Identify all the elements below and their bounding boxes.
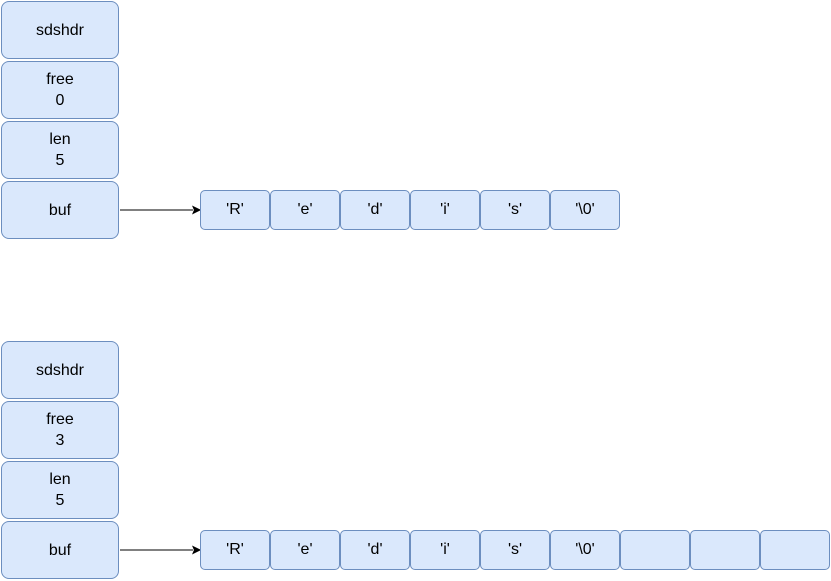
field-label: buf	[48, 201, 72, 219]
buf-pointer-arrow	[120, 205, 202, 215]
field-label: free	[46, 71, 74, 88]
sds-diagram-free-3: sdshdr free 3 len 5 buf 'R''e''d''i''s''…	[0, 340, 831, 580]
field-label: sdshdr	[35, 21, 85, 39]
buffer-cell: 'e'	[270, 530, 340, 570]
field-value: 3	[55, 432, 65, 449]
buffer-cell-empty	[760, 530, 830, 570]
buffer-cell: '\0'	[550, 190, 620, 230]
len-field-box: len 5	[1, 121, 119, 179]
buf-field-box: buf	[1, 181, 119, 239]
field-value: 5	[55, 492, 65, 509]
buffer-cell: 'i'	[410, 530, 480, 570]
field-label: len	[49, 131, 71, 148]
free-field-box: free 3	[1, 401, 119, 459]
buffer-cell-empty	[620, 530, 690, 570]
field-label: buf	[48, 541, 72, 559]
field-value: 5	[55, 152, 65, 169]
field-value: 0	[55, 92, 65, 109]
sdshdr-header-box: sdshdr	[1, 1, 119, 59]
free-field-box: free 0	[1, 61, 119, 119]
buf-field-box: buf	[1, 521, 119, 579]
buffer-cell: 's'	[480, 530, 550, 570]
buffer-cell: 'R'	[200, 530, 270, 570]
buffer-cell: '\0'	[550, 530, 620, 570]
sdshdr-header-box: sdshdr	[1, 341, 119, 399]
buffer-cell: 'i'	[410, 190, 480, 230]
buf-pointer-arrow	[120, 545, 202, 555]
buffer-cell: 's'	[480, 190, 550, 230]
field-label: sdshdr	[35, 361, 85, 379]
buffer-cell: 'd'	[340, 530, 410, 570]
buffer-cell: 'R'	[200, 190, 270, 230]
buffer-cell: 'd'	[340, 190, 410, 230]
buffer-cell: 'e'	[270, 190, 340, 230]
sds-diagram-free-0: sdshdr free 0 len 5 buf 'R''e''d''i''s''…	[0, 0, 831, 240]
len-field-box: len 5	[1, 461, 119, 519]
field-label: len	[49, 471, 71, 488]
buffer-cell-empty	[690, 530, 760, 570]
field-label: free	[46, 411, 74, 428]
